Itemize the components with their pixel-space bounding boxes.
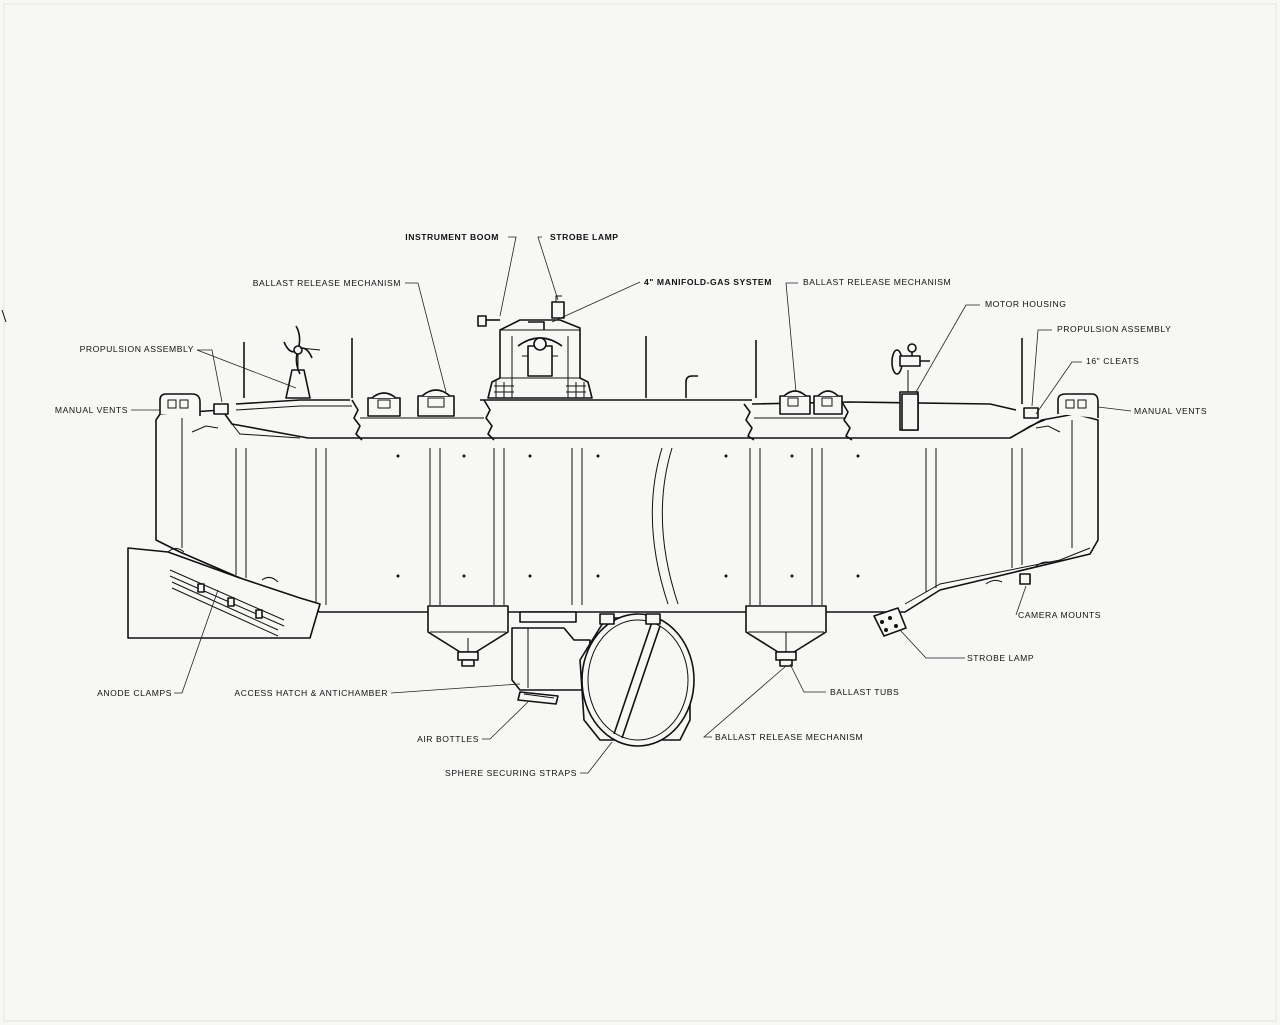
rivets [396,454,860,578]
ballast-release-left [367,389,455,417]
deck-left [235,399,350,405]
label-manual-vents-right: MANUAL VENTS [1134,406,1207,416]
break-1 [351,399,363,441]
leader-lines [131,236,1132,774]
cleat-left [213,403,229,415]
ballast-tub-left [427,605,509,667]
paper-mark [1,309,7,323]
label-access-hatch: ACCESS HATCH & ANTICHAMBER [234,688,388,698]
hull-ribs [235,448,1023,605]
label-ballast-release-right: BALLAST RELEASE MECHANISM [803,277,951,287]
label-ballast-release-bottom: BALLAST RELEASE MECHANISM [715,732,863,742]
label-ballast-release-left: BALLAST RELEASE MECHANISM [253,278,401,288]
label-propulsion-right: PROPULSION ASSEMBLY [1057,324,1171,334]
manual-vents-left [159,393,201,416]
air-bottles [517,691,559,705]
camera-bump-1 [167,548,185,553]
label-propulsion-left: PROPULSION ASSEMBLY [80,344,194,354]
label-cleats: 16" CLEATS [1086,356,1139,366]
anode-plate [127,547,321,639]
label-motor-housing: MOTOR HOUSING [985,299,1066,309]
hull-top-bevel-right [1009,419,1046,439]
hull-top-bevel-left [231,423,301,439]
label-manifold-gas: 4" MANIFOLD-GAS SYSTEM [644,277,772,287]
labels: INSTRUMENT BOOM STROBE LAMP 4" MANIFOLD-… [55,232,1207,778]
access-hatch [511,611,591,691]
motor-housing [901,393,919,431]
cleat-right [1023,407,1039,419]
end-handle-right [1035,425,1061,433]
break-2 [483,399,495,441]
propulsion-assembly-left [283,325,321,399]
antennas [243,336,1023,404]
label-manual-vents-left: MANUAL VENTS [55,405,128,415]
camera-bump-4 [1035,561,1053,567]
break-4 [841,401,853,441]
label-instrument-boom: INSTRUMENT BOOM [405,232,499,242]
label-anode-clamps: ANODE CLAMPS [97,688,172,698]
bottom-bevel-right [904,547,1091,605]
paper-edge [3,3,1277,1022]
break-3 [743,403,755,441]
deck [235,399,1017,441]
manual-vents-right [1057,393,1099,418]
well-curve-outer [651,447,669,605]
well-curve-inner [661,447,679,605]
camera-bump-2 [261,576,279,583]
label-strobe-lamp-top: STROBE LAMP [550,232,619,242]
pipe-hook [685,375,698,398]
camera-mount [1019,573,1031,585]
ballast-tub-right [745,605,827,667]
end-handle-left [191,425,219,433]
central-tower [477,295,593,399]
label-strobe-lamp-bottom: STROBE LAMP [967,653,1034,663]
label-air-bottles: AIR BOTTLES [417,734,479,744]
hull-float [155,409,1099,613]
label-camera-mounts: CAMERA MOUNTS [1018,610,1101,620]
strobe-lamp-bottom [873,607,907,637]
label-ballast-tubs: BALLAST TUBS [830,687,899,697]
hull-outline [155,409,1099,613]
crew-sphere [579,613,695,747]
label-sphere-straps: SPHERE SECURING STRAPS [445,768,577,778]
ballast-release-right [779,390,843,415]
camera-bump-3 [985,579,1003,585]
